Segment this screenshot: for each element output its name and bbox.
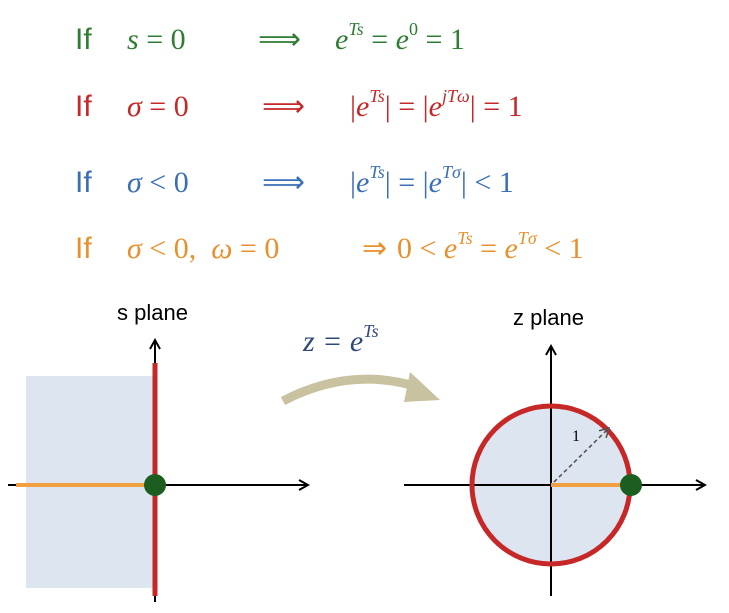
z-plane: 1	[404, 346, 705, 596]
if-word: If	[75, 166, 92, 199]
z-plane-one-dot	[620, 474, 642, 496]
radius-label: 1	[572, 428, 580, 445]
equation-row-4: If σ < 0, ω = 0 ⇒ 0 < eTs = eTσ < 1	[0, 224, 729, 274]
equation-row-1: If s = 0 ⟹ eTs = e0 = 1	[0, 15, 729, 65]
implies-symbol: ⇒	[362, 232, 388, 265]
condition-s-equals-zero: s = 0	[127, 23, 186, 56]
s-plane-label: s plane	[117, 300, 188, 325]
z-plane-label: z plane	[513, 305, 584, 330]
result-expression: |eTs| = |eTσ| < 1	[350, 162, 514, 199]
if-word: If	[75, 90, 92, 123]
equation-row-2: If σ = 0 ⟹ |eTs| = |ejTω| = 1	[0, 82, 729, 132]
result-expression: |eTs| = |ejTω| = 1	[350, 86, 523, 123]
result-expression: 0 < eTs = eTσ < 1	[397, 228, 584, 265]
s-plane-origin-dot	[144, 474, 166, 496]
mapping-arrow	[280, 372, 440, 405]
if-word: If	[75, 23, 92, 56]
s-plane	[8, 340, 308, 602]
if-word: If	[75, 232, 92, 265]
mapping-label: z = eTs	[303, 321, 379, 358]
left-half-plane-region	[26, 376, 155, 588]
equation-row-3: If σ < 0 ⟹ |eTs| = |eTσ| < 1	[0, 158, 729, 208]
result-expression: eTs = e0 = 1	[335, 19, 465, 56]
implies-symbol: ⟹	[258, 23, 302, 56]
condition-sigma-less-than-zero: σ < 0	[127, 166, 189, 199]
condition-sigma-equals-zero: σ = 0	[127, 90, 189, 123]
radius-arrow	[553, 426, 611, 483]
condition-sigma-negative-omega-zero: σ < 0, ω = 0	[127, 232, 280, 265]
implies-symbol: ⟹	[262, 166, 306, 199]
implies-symbol: ⟹	[262, 90, 306, 123]
